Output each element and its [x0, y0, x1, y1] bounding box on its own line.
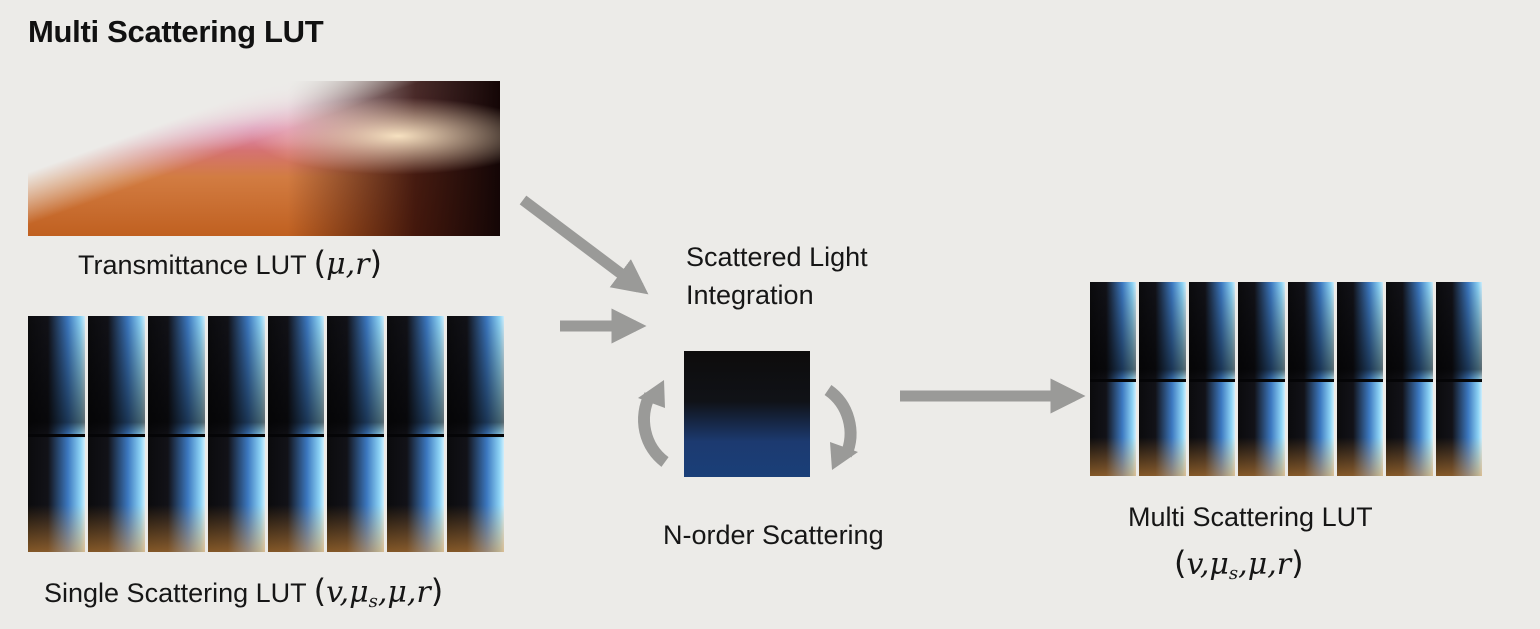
lut-strip: [1188, 282, 1236, 476]
lut-strip: [87, 316, 145, 552]
lut-strip: [28, 316, 85, 552]
single-scattering-lut-image: [28, 316, 504, 552]
integration-label-line1: Scattered Light: [686, 242, 868, 272]
single-params-v: v,μ: [326, 575, 369, 610]
lut-strip: [1090, 282, 1137, 476]
transmittance-label-text: Transmittance LUT: [78, 250, 307, 280]
lut-strip: [447, 316, 504, 552]
lut-strip: [147, 316, 205, 552]
lut-strip: [1139, 282, 1187, 476]
single-params-rest: ,μ,r: [377, 575, 431, 610]
transmittance-to-integration-arrow: [519, 195, 649, 295]
single-scattering-label-text: Single Scattering LUT: [44, 578, 307, 608]
single-scattering-label: Single Scattering LUT (v,μs,μ,r): [44, 572, 443, 612]
transmittance-lut-fade: [28, 81, 500, 236]
transmittance-label: Transmittance LUT (μ,r): [78, 244, 382, 282]
lut-strip: [1386, 282, 1434, 476]
lut-strip: [1238, 282, 1285, 476]
single-params-sub: s: [368, 591, 378, 612]
transmittance-params-text: μ,r: [326, 247, 370, 282]
integration-label: Scattered Light Integration: [686, 238, 868, 314]
multi-params-sub: s: [1228, 563, 1239, 584]
transmittance-params: (μ,r): [313, 244, 382, 282]
single-scattering-params: (v,μs,μ,r): [313, 572, 444, 612]
cycle-arrow-left: [638, 392, 669, 467]
lut-strip: [207, 316, 265, 552]
lut-strip: [327, 316, 385, 552]
multi-scattering-label: Multi Scattering LUT: [1128, 502, 1373, 532]
lut-strip: [267, 316, 325, 552]
lut-strip: [1435, 282, 1483, 476]
n-order-scattering-image: [684, 351, 810, 477]
cycle-arrow-right: [824, 385, 857, 458]
multi-params-rest: ,μ,r: [1238, 547, 1292, 582]
lut-strip: [1336, 282, 1384, 476]
n-order-label: N-order Scattering: [663, 520, 884, 550]
multi-scattering-lut-image: [1090, 282, 1483, 476]
integration-label-line2: Integration: [686, 280, 814, 310]
multi-scattering-params: (v,μs,μ,r): [1174, 544, 1304, 584]
multi-params-v: v,μ: [1186, 547, 1229, 582]
lut-strip: [387, 316, 445, 552]
lut-strip: [1287, 282, 1335, 476]
page-title: Multi Scattering LUT: [28, 14, 324, 49]
